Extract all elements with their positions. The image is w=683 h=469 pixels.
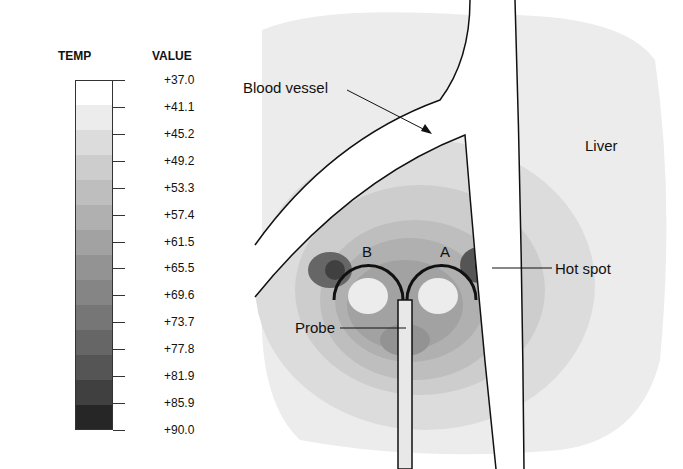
legend-swatch	[75, 405, 113, 430]
legend-swatch	[75, 205, 113, 230]
leader-line	[340, 328, 406, 329]
tine-label: B	[362, 244, 372, 259]
part-label: Blood vessel	[243, 80, 328, 95]
legend-value: +53.3	[164, 182, 194, 194]
probe-shaft	[398, 300, 412, 469]
legend-swatch	[75, 130, 113, 155]
legend-swatch	[75, 305, 113, 330]
tine-b	[334, 266, 403, 301]
legend-value: +65.5	[164, 262, 194, 274]
legend-value: +61.5	[164, 236, 194, 248]
legend-tick	[113, 107, 125, 108]
legend-value: +41.1	[164, 101, 194, 113]
part-label: Liver	[585, 138, 618, 153]
legend-value: +85.9	[164, 397, 194, 409]
legend-tick	[113, 349, 125, 350]
legend-tick	[113, 215, 125, 216]
legend-value: +77.8	[164, 343, 194, 355]
leader-line	[347, 90, 427, 131]
legend-value: +69.6	[164, 289, 194, 301]
legend-swatch	[75, 380, 113, 405]
legend-swatch	[75, 180, 113, 205]
legend-tick	[113, 295, 125, 296]
legend-tick	[113, 430, 125, 431]
legend-swatch	[75, 355, 113, 380]
legend-value: +49.2	[164, 155, 194, 167]
legend-header: VALUE	[152, 50, 192, 62]
legend-tick	[113, 268, 125, 269]
legend-tick	[113, 376, 125, 377]
blood-vessel	[255, 0, 524, 469]
legend-tick	[113, 188, 125, 189]
legend-swatch	[75, 255, 113, 280]
leader-line	[492, 268, 552, 269]
legend-tick	[113, 403, 125, 404]
legend-value: +73.7	[164, 316, 194, 328]
legend-tick	[113, 322, 125, 323]
legend-tick	[113, 242, 125, 243]
tine-a	[407, 266, 476, 301]
legend-swatch	[75, 230, 113, 255]
legend-value: +45.2	[164, 128, 194, 140]
legend-tick	[113, 161, 125, 162]
legend-swatch	[75, 105, 113, 130]
legend-tick	[113, 80, 125, 81]
legend-swatch	[75, 280, 113, 305]
tine-label: A	[440, 244, 450, 259]
legend-value: +90.0	[164, 424, 194, 436]
legend-value: +37.0	[164, 74, 194, 86]
legend-tick	[113, 134, 125, 135]
legend-value: +81.9	[164, 370, 194, 382]
legend-header: TEMP	[58, 50, 91, 62]
part-label: Hot spot	[555, 261, 611, 276]
legend-value: +57.4	[164, 209, 194, 221]
legend-swatch	[75, 330, 113, 355]
legend-swatch	[75, 80, 113, 105]
part-label: Probe	[295, 320, 335, 335]
legend-swatch	[75, 155, 113, 180]
